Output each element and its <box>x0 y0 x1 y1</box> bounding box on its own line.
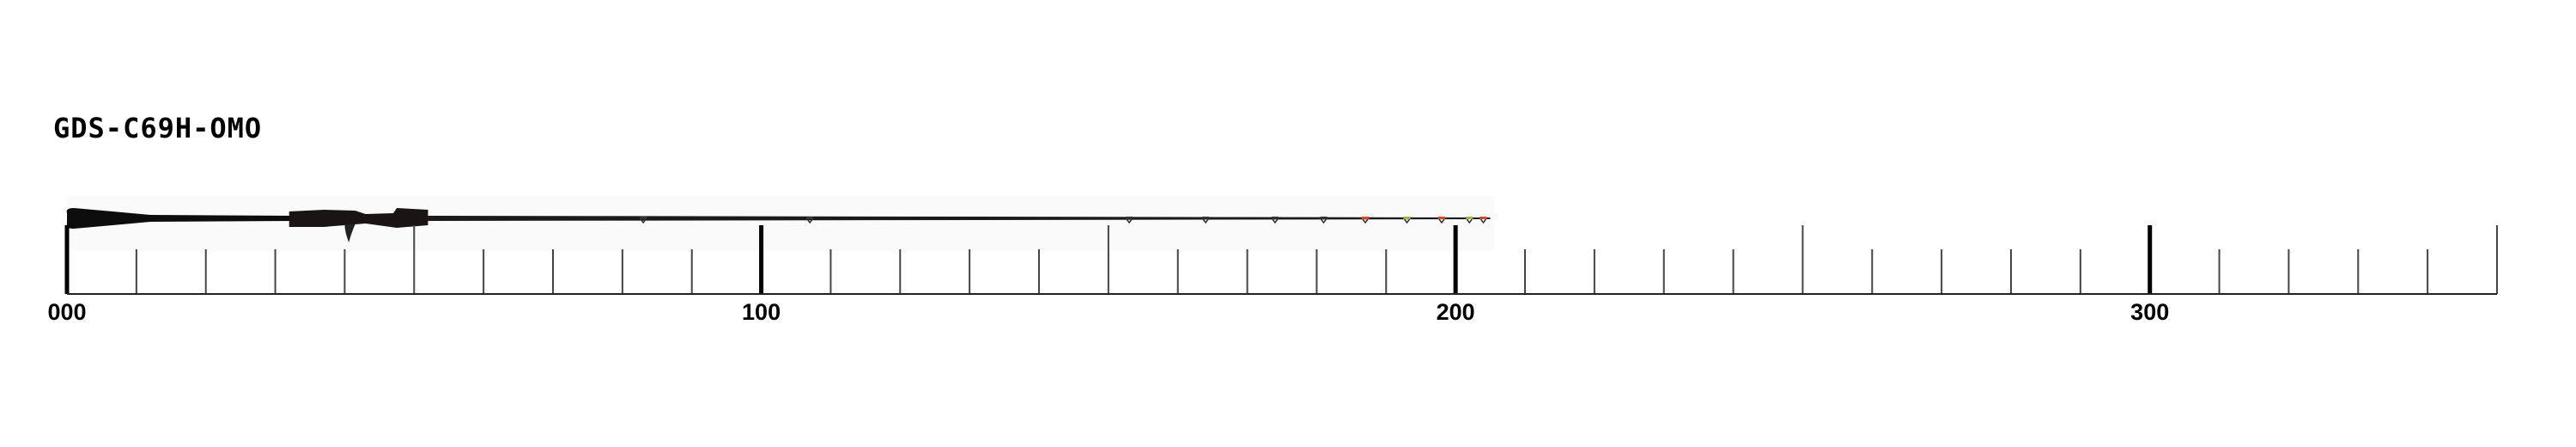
guide-wrap <box>806 217 814 219</box>
ruler-label: 000 <box>47 299 86 325</box>
rod-guide <box>1362 218 1369 224</box>
guide-wrap <box>1479 217 1487 219</box>
rod-guide <box>1479 218 1487 224</box>
guide-wrap <box>640 217 647 219</box>
guide-wrap <box>1403 217 1411 219</box>
rod-blank <box>428 216 1491 221</box>
rod-guide <box>1466 218 1473 224</box>
guide-wrap <box>1320 217 1327 219</box>
rod-guide <box>1202 218 1209 224</box>
trigger <box>344 224 355 242</box>
rod-guide <box>1126 218 1133 224</box>
rod-illustration <box>66 208 1491 242</box>
reel-seat <box>289 208 428 228</box>
guide-wrap <box>1126 217 1133 219</box>
guide-wrap <box>1271 217 1279 219</box>
ruler-ticks <box>64 225 2498 294</box>
guide-wrap <box>1202 217 1210 219</box>
guide-wrap <box>1466 217 1473 219</box>
guide-wrap <box>1437 217 1445 219</box>
rod-photo-background <box>67 196 1494 251</box>
rod-guide <box>1403 218 1411 224</box>
ruler-label: 100 <box>742 299 781 325</box>
model-title: GDS-C69H-OMO <box>53 112 263 144</box>
rod-guide <box>1320 218 1327 224</box>
rod-guide <box>806 218 813 224</box>
guide-wrap <box>1362 217 1370 219</box>
ruler-label: 300 <box>2130 299 2169 325</box>
rod-guide <box>1438 218 1445 224</box>
rear-grip <box>66 208 296 229</box>
ruler-label: 200 <box>1437 299 1475 325</box>
rod-guide <box>640 218 647 224</box>
rod-guide <box>1272 218 1279 224</box>
ruler-labels: 000 100 200 300 <box>47 299 2169 325</box>
